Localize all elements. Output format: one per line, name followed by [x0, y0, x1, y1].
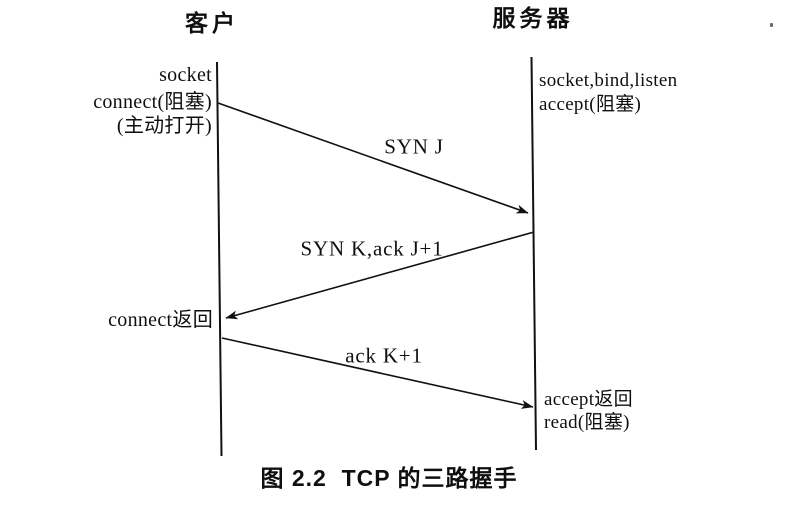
syn-ack-message-label: SYN K,ack J+1: [300, 236, 444, 261]
server-read-blocking-label: read(阻塞): [544, 412, 630, 433]
syn-ack-arrow: [225, 231, 535, 320]
server-accept-blocking-label: accept(阻塞): [539, 94, 642, 115]
syn-message-label: SYN J: [384, 134, 444, 159]
client-connect-blocking-label: connect(阻塞): [93, 91, 212, 113]
ack-message-label: ack K+1: [345, 343, 423, 368]
syn-arrow: [217, 102, 529, 214]
ack-arrow: [221, 337, 534, 409]
server-socket-bind-listen-label: socket,bind,listen: [539, 70, 678, 91]
client-title: 客户: [185, 10, 239, 36]
client-lifeline: [216, 61, 223, 457]
server-lifeline: [530, 56, 537, 451]
client-connect-return-label: connect返回: [108, 309, 213, 331]
client-socket-label: socket: [159, 64, 212, 86]
server-title: 服务器: [492, 5, 574, 31]
server-accept-return-label: accept返回: [544, 389, 633, 410]
figure-caption: 图 2.2 TCP 的三路握手: [260, 465, 518, 491]
scan-speck-dot: [770, 23, 773, 27]
client-active-open-label: (主动打开): [116, 115, 212, 137]
